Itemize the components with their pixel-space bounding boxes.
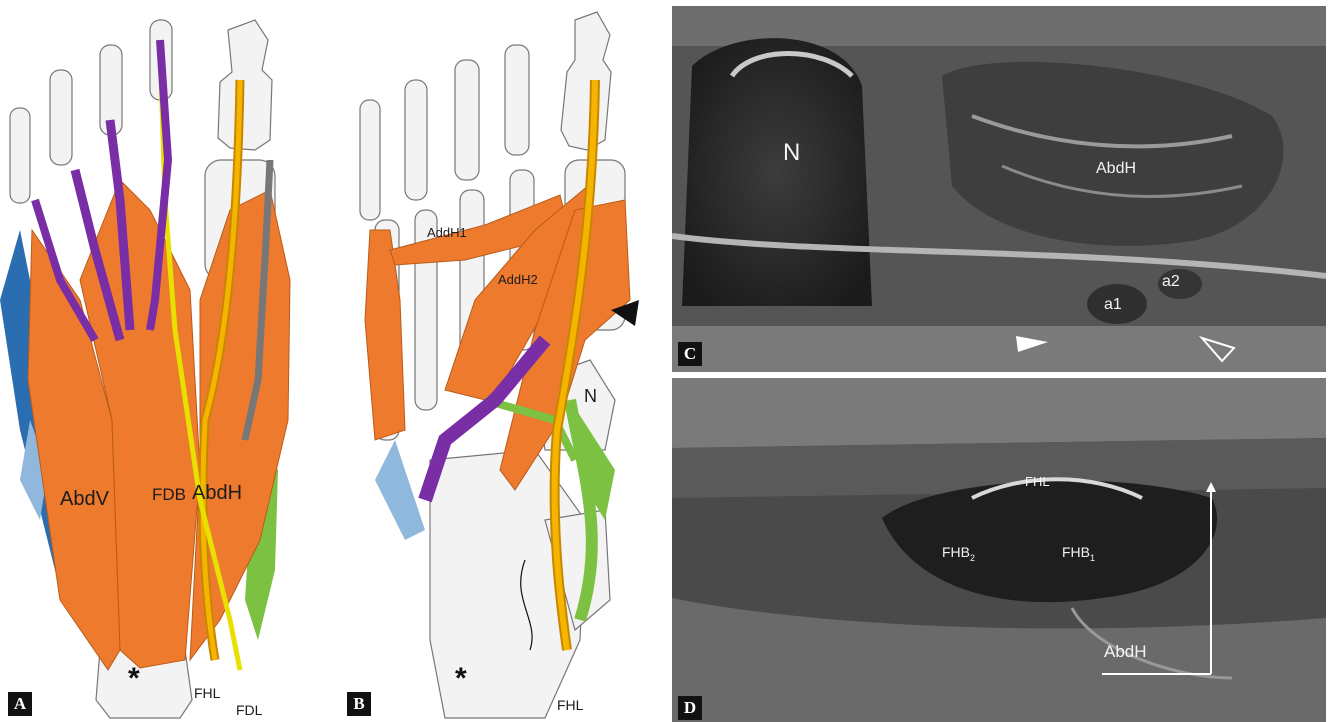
label-fhb1: FHB1 (1062, 544, 1095, 563)
calcaneus-asterisk-a: * (128, 662, 140, 696)
panel-letter-d: D (678, 696, 702, 720)
label-fdl: FDL (236, 702, 262, 718)
panel-letter-c: C (678, 342, 702, 366)
panel-letter-a: A (8, 692, 32, 716)
panel-a-plantar-muscles-illustration: A FDB AbdV AbdH FHL FDL * (0, 0, 335, 722)
ultrasound-c (672, 6, 1326, 372)
label-fhl-b: FHL (557, 697, 583, 713)
label-addh2: AddH2 (498, 272, 538, 287)
label-abdh-c: AbdH (1096, 160, 1136, 178)
label-abdh-a: AbdH (192, 482, 242, 505)
panel-letter-b: B (347, 692, 371, 716)
label-fhl-a: FHL (194, 685, 220, 701)
calcaneus-asterisk-b: * (455, 662, 467, 696)
label-n-c: N (783, 139, 800, 167)
label-fdb: FDB (152, 485, 186, 505)
label-fhb2: FHB2 (942, 544, 975, 563)
foot-illustration-a (0, 0, 335, 722)
label-fhl-d: FHL (1025, 474, 1050, 489)
panel-d-ultrasound-image: D FHL FHB2 FHB1 AbdH (672, 378, 1326, 722)
label-addh1: AddH1 (427, 225, 467, 240)
label-a2: a2 (1162, 273, 1180, 291)
foot-illustration-b (335, 0, 665, 722)
panel-c-ultrasound-image: C N AbdH a1 a2 (672, 6, 1326, 372)
label-a1: a1 (1104, 296, 1122, 314)
panel-b-deep-muscles-illustration: B AddH1 AddH2 N FHL * (335, 0, 665, 722)
label-abdv: AbdV (60, 488, 109, 511)
ultrasound-d (672, 378, 1326, 722)
nerve-shadow-c (682, 38, 872, 306)
label-n-b: N (584, 386, 597, 407)
label-abdh-d: AbdH (1104, 642, 1147, 662)
